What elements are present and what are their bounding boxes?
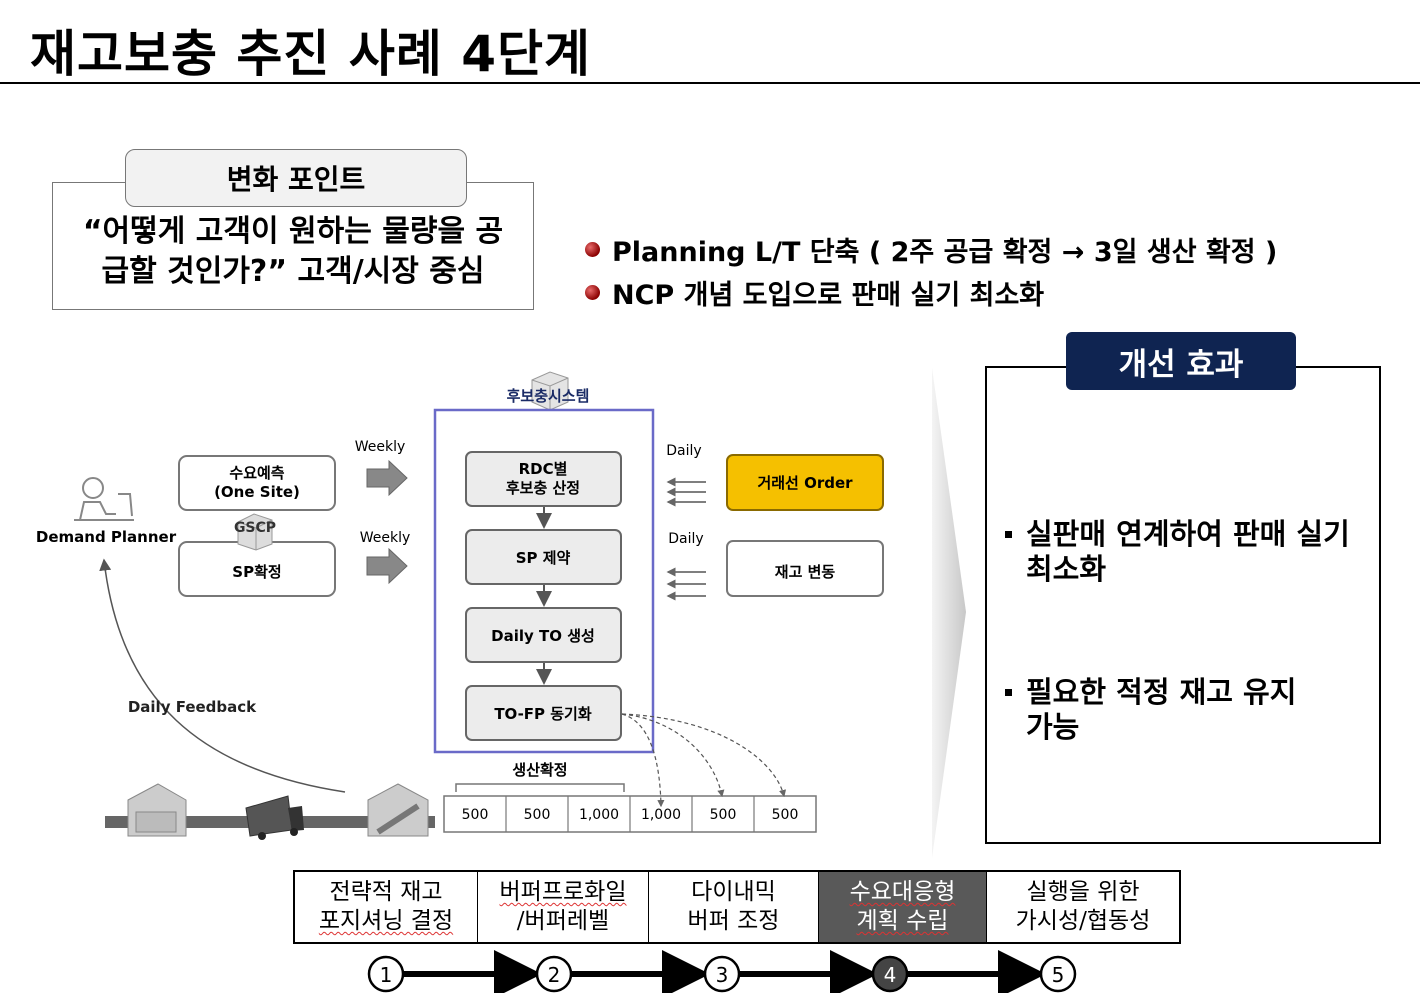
bullet-item: Planning L/T 단축 ( 2주 공급 확정 → 3일 생산 확정 ) bbox=[585, 230, 1277, 269]
demand-planner-label: Demand Planner bbox=[36, 528, 177, 546]
rdc-replenish-box bbox=[465, 451, 622, 507]
customer-order-label: 거래선 Order bbox=[757, 474, 853, 492]
production-cell: 1,000 bbox=[579, 807, 619, 823]
step-number-circle bbox=[703, 955, 741, 993]
step-cell-1: 전략적 재고 포지셔닝 결정 bbox=[295, 872, 478, 942]
truck-icon bbox=[245, 795, 304, 840]
production-cell: 1,000 bbox=[641, 807, 681, 823]
right-arrow-icon bbox=[366, 459, 408, 497]
step-cell-line2: 계획 수립 bbox=[856, 908, 949, 934]
step-number: 4 bbox=[884, 963, 897, 987]
step-cell-2: 버퍼프로화일 /버퍼레벨 bbox=[478, 872, 649, 942]
step-cell-line2: 포지셔닝 결정 bbox=[318, 908, 454, 934]
step-number: 1 bbox=[380, 963, 393, 987]
step-cell-line2: /버퍼레벨 bbox=[516, 908, 610, 934]
step-cell-line1: 다이내믹 bbox=[691, 879, 776, 905]
title-divider bbox=[0, 82, 1420, 84]
daily-to-box bbox=[465, 607, 622, 663]
person-at-desk-icon bbox=[74, 477, 134, 521]
sp-constraint-box bbox=[465, 529, 622, 585]
step-cell-line2: 가시성/협동성 bbox=[1015, 908, 1151, 934]
change-point-tab: 변화 포인트 bbox=[125, 149, 467, 207]
customer-order-box bbox=[726, 454, 884, 511]
system-label: 후보충시스템 bbox=[507, 387, 590, 405]
demand-forecast-label-2: (One Site) bbox=[214, 483, 300, 501]
demand-forecast-box bbox=[178, 455, 336, 511]
square-bullet-icon bbox=[1005, 531, 1012, 538]
step-number: 5 bbox=[1052, 963, 1065, 987]
effect-panel bbox=[985, 366, 1381, 844]
step-number-circle bbox=[1039, 955, 1077, 993]
step-cell-line1: 수요대응형 bbox=[849, 879, 956, 905]
incoming-arrows bbox=[666, 477, 706, 507]
page-title: 재고보충 추진 사례 4단계 bbox=[30, 25, 592, 83]
rdc-label-1: RDC별 bbox=[519, 460, 568, 478]
system-frame bbox=[433, 408, 655, 754]
bracket bbox=[455, 783, 625, 792]
demand-forecast-label-1: 수요예측 bbox=[229, 464, 284, 482]
bullet-dot-icon bbox=[585, 242, 600, 257]
effect-item-line2: 가능 bbox=[1026, 710, 1080, 744]
sp-confirm-label: SP확정 bbox=[232, 563, 281, 581]
bullet-text: NCP 개념 도입으로 판매 실기 최소화 bbox=[612, 280, 1045, 311]
sync-arrows bbox=[621, 713, 787, 808]
production-cell: 500 bbox=[524, 807, 551, 823]
feedback-curve bbox=[99, 558, 346, 793]
right-arrow-icon bbox=[366, 547, 408, 585]
incoming-arrows bbox=[666, 567, 706, 601]
step-number-circle bbox=[535, 955, 573, 993]
change-point-question-line2: 급할 것인가?” 고객/시장 중심 bbox=[101, 254, 485, 289]
effect-item-line2: 최소화 bbox=[1026, 552, 1107, 586]
server-icon bbox=[237, 513, 273, 551]
step-cell-line2: 버퍼 조정 bbox=[687, 908, 780, 934]
step-cell-3: 다이내믹 버퍼 조정 bbox=[649, 872, 819, 942]
effect-item: 실판매 연계하여 판매 실기 최소화 bbox=[1005, 517, 1350, 587]
step-number-circle-active bbox=[871, 955, 909, 993]
effect-item: 필요한 적정 재고 유지 가능 bbox=[1005, 675, 1296, 745]
bullet-text: Planning L/T 단축 ( 2주 공급 확정 → 3일 생산 확정 ) bbox=[612, 237, 1278, 268]
steps-table: 전략적 재고 포지셔닝 결정 버퍼프로화일 /버퍼레벨 다이내믹 버퍼 조정 수… bbox=[293, 870, 1181, 944]
server-icon bbox=[531, 371, 569, 411]
step-cell-line1: 실행을 위한 bbox=[1026, 879, 1140, 905]
effect-item-line1: 필요한 적정 재고 유지 bbox=[1026, 675, 1297, 709]
step-cell-line1: 버퍼프로화일 bbox=[499, 879, 627, 905]
rdc-label-2: 후보충 산정 bbox=[506, 479, 580, 497]
change-point-question-line1: “어떻게 고객이 원하는 물량을 공 bbox=[82, 214, 504, 249]
step-number: 3 bbox=[716, 963, 729, 987]
step-number-circle bbox=[367, 955, 405, 993]
production-confirm-label: 생산확정 bbox=[512, 761, 567, 779]
warehouse-icon bbox=[127, 783, 187, 837]
bullet-dot-icon bbox=[585, 285, 600, 300]
step-cell-line1: 전략적 재고 bbox=[329, 879, 443, 905]
production-cell: 500 bbox=[462, 807, 489, 823]
weekly-label: Weekly bbox=[355, 439, 406, 455]
to-fp-box bbox=[465, 685, 622, 741]
step-cell-4: 수요대응형 계획 수립 bbox=[819, 872, 987, 942]
bullet-item: NCP 개념 도입으로 판매 실기 최소화 bbox=[585, 273, 1044, 312]
daily-to-label: Daily TO 생성 bbox=[491, 627, 595, 645]
daily-feedback-label: Daily Feedback bbox=[128, 698, 257, 716]
replenishment-diagram: Demand Planner 수요예측 (One Site) SP확정 GSCP… bbox=[36, 368, 966, 858]
gscp-label: GSCP bbox=[234, 520, 276, 536]
step-number: 2 bbox=[548, 963, 561, 987]
production-cell: 500 bbox=[710, 807, 737, 823]
production-cell: 500 bbox=[772, 807, 799, 823]
factory-icon bbox=[367, 783, 429, 837]
step-timeline: 1 2 3 4 5 bbox=[367, 950, 1077, 993]
daily-label: Daily bbox=[666, 443, 701, 459]
effect-panel-tab: 개선 효과 bbox=[1066, 332, 1296, 390]
to-fp-label: TO-FP 동기화 bbox=[494, 705, 592, 723]
effect-item-line1: 실판매 연계하여 판매 실기 bbox=[1026, 517, 1350, 551]
step-cell-5: 실행을 위한 가시성/협동성 bbox=[987, 872, 1179, 942]
stock-change-label: 재고 변동 bbox=[775, 563, 836, 581]
square-bullet-icon bbox=[1005, 689, 1012, 696]
change-point-question: “어떻게 고객이 원하는 물량을 공 급할 것인가?” 고객/시장 중심 bbox=[52, 212, 534, 292]
weekly-label: Weekly bbox=[360, 530, 411, 546]
stock-change-box bbox=[726, 540, 884, 597]
sp-constraint-label: SP 제약 bbox=[516, 549, 571, 567]
daily-label: Daily bbox=[668, 531, 703, 547]
chevron-separator-icon bbox=[932, 368, 966, 858]
